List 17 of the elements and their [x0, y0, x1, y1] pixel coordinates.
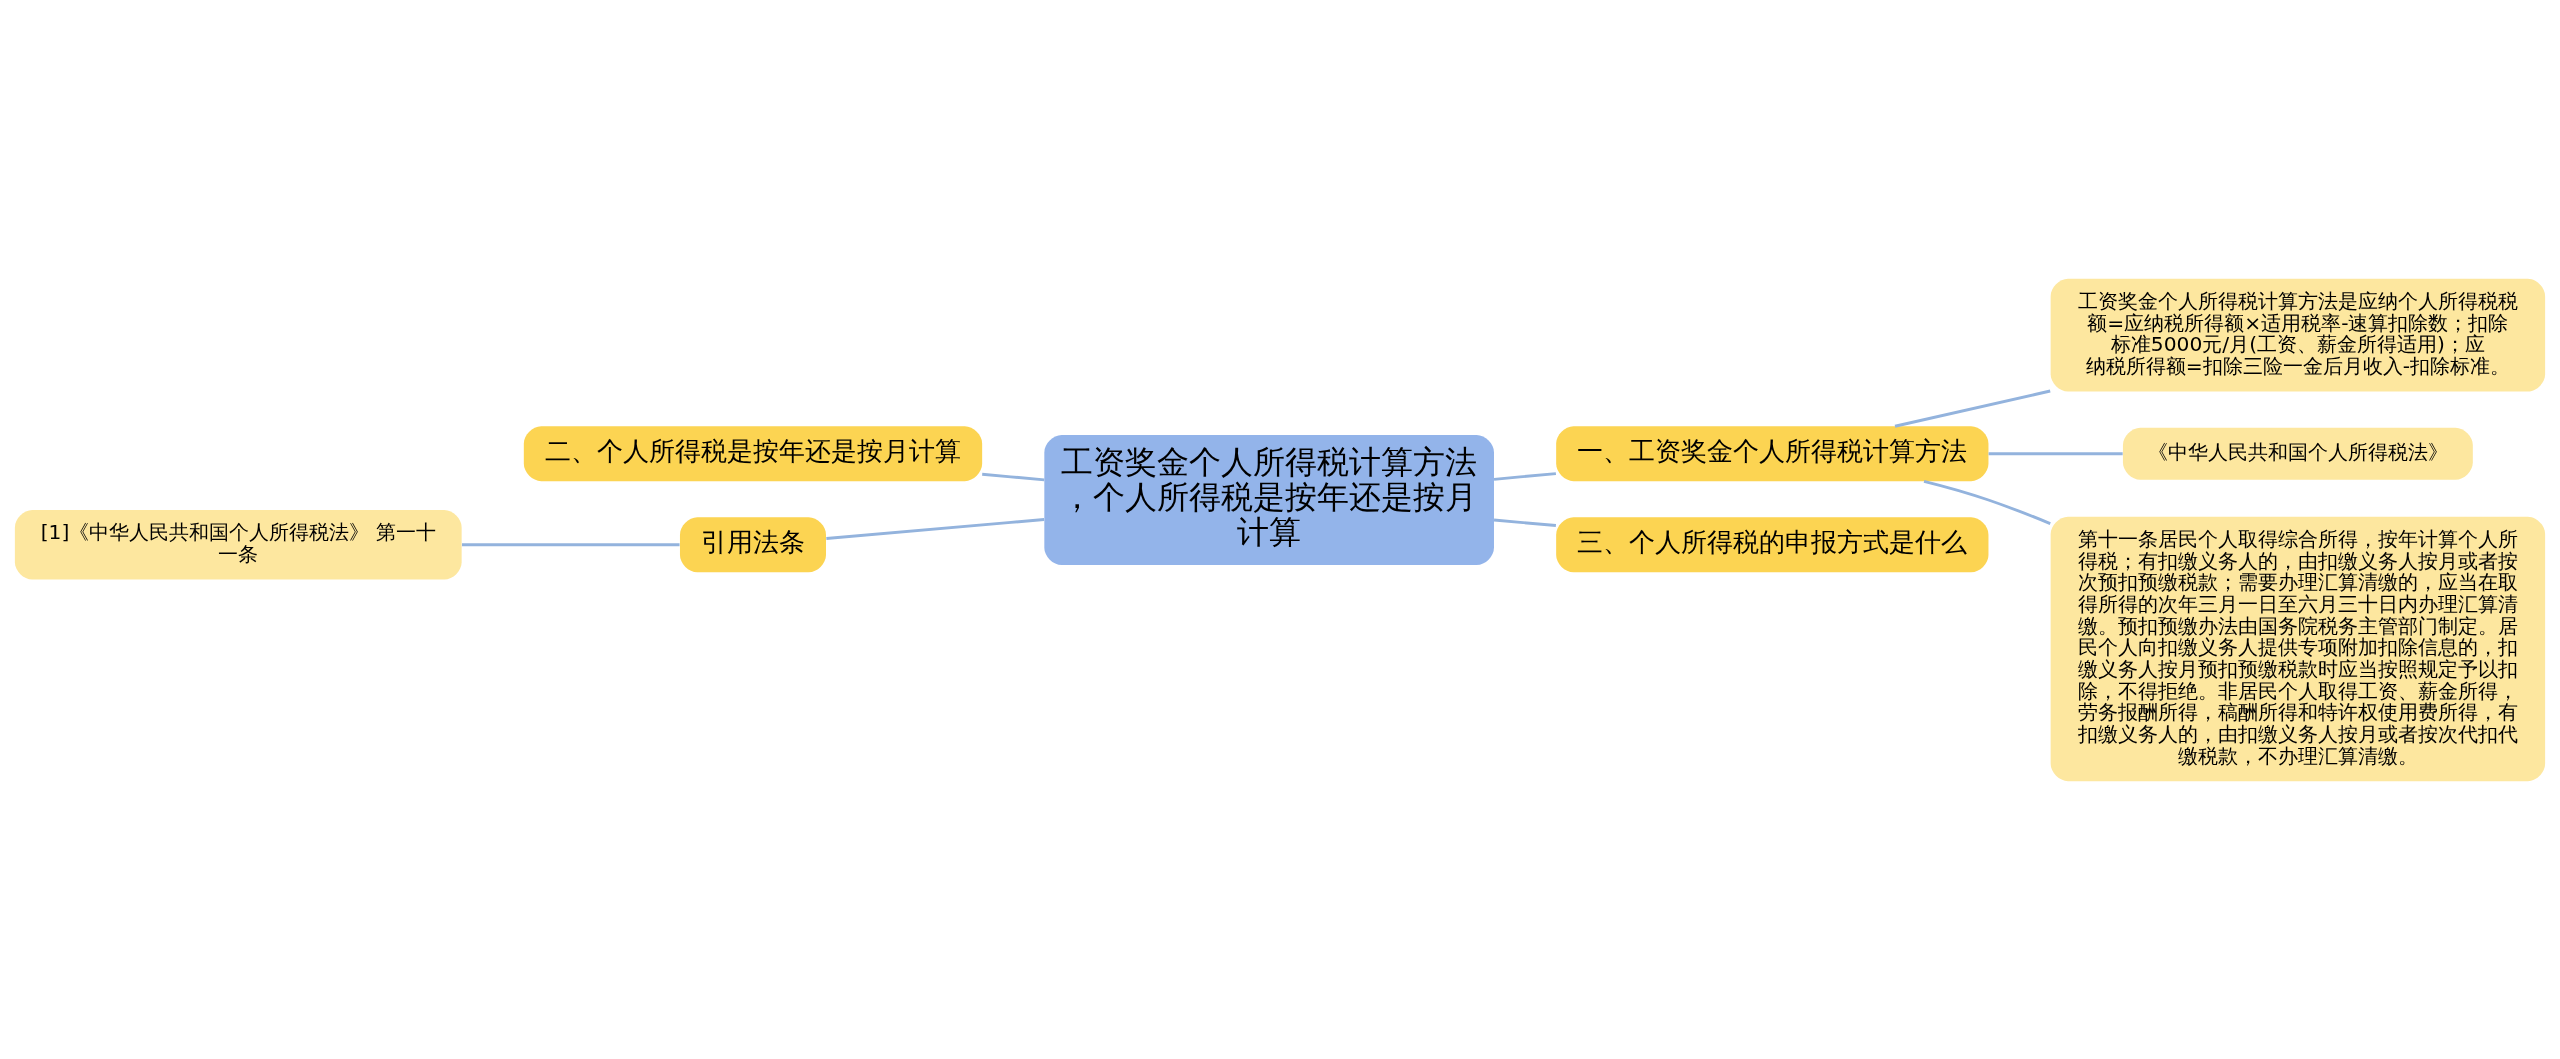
- connector: [1923, 479, 2051, 525]
- connector: [826, 517, 1045, 540]
- node-box: 三、个人所得税的申报方式是什么: [1556, 516, 1989, 572]
- connector: [1894, 389, 2051, 428]
- node-box: 工资奖金个人所得税计算方法是应纳个人所得税税额=应纳税所得额×适用税率-速算扣除数；扣除标准5000元/月(工资、薪金所得适用)；应纳税所得额=扣除三险一金后月收入-扣除标准。: [2050, 278, 2546, 392]
- connector: [1988, 451, 2123, 455]
- node-box: [1]《中华人民共和国个人所得税法》 第一十一条: [14, 509, 462, 579]
- node-box: 引用法条: [679, 516, 826, 572]
- connector: [1493, 518, 1557, 527]
- node-box: 工资奖金个人所得税计算方法，个人所得税是按年还是按月计算: [1044, 434, 1494, 565]
- node-box: 一、工资奖金个人所得税计算方法: [1556, 425, 1989, 481]
- connector: [982, 472, 1045, 481]
- node-box: 二、个人所得税是按年还是按月计算: [523, 425, 983, 481]
- connector: [1493, 471, 1557, 481]
- node-box: 第十一条居民个人取得综合所得，按年计算个人所得税；有扣缴义务人的，由扣缴义务人按月或者按次预扣预缴税款；需要办理汇算清缴的，应当在取得所得的次年三月一日至六月三十日内办理汇算清缴。预扣预缴办法由国务院税务主管部门制定。居民个人向扣缴义务人提供专项附加扣除信息的，扣缴义务人按月预扣预缴税款时应当按照规定予以扣除，不得拒绝。非居民个人取得工资、薪金所得，劳务报酬所得，稿酬所得和特许权使用费所得，有扣缴义务人的，由扣缴义务人按月或者按次代扣代缴税款，不办理汇算清缴。: [2050, 516, 2546, 781]
- connector: [462, 542, 680, 546]
- node-box: 《中华人民共和国个人所得税法》: [2122, 427, 2473, 480]
